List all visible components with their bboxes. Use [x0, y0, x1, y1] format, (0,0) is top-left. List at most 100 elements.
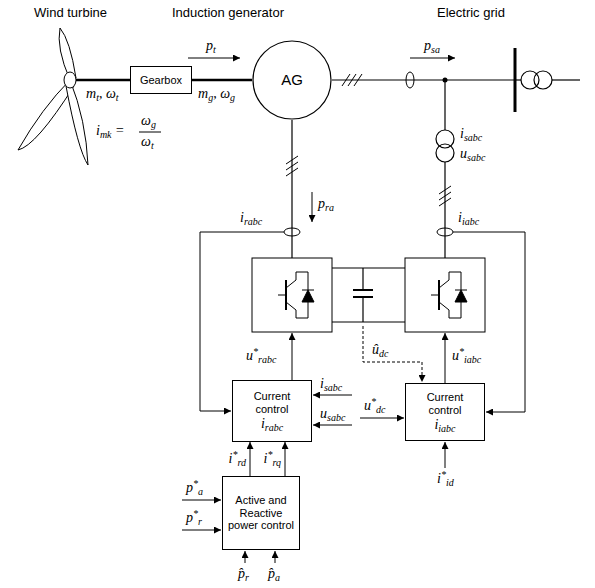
power-wiring [444, 80, 445, 130]
subscript: g [230, 92, 235, 103]
signal-label: p*a [186, 480, 203, 496]
turbine-blades [66, 80, 88, 165]
superscript: * [441, 469, 446, 480]
signal-label: i*id [437, 471, 454, 487]
signal-arrow [445, 333, 446, 383]
signal-label: usabc [460, 146, 485, 162]
gearbox-box: Gearbox [130, 66, 192, 94]
junction-dot [443, 78, 448, 83]
reference-arrow [285, 442, 286, 476]
signal-label: irabc [240, 210, 262, 226]
grid-bus [514, 48, 517, 112]
signal-label: u*dc [364, 398, 385, 414]
signal-label: iiabc [458, 210, 479, 226]
superscript: * [459, 346, 464, 357]
controller-box: Current controliiabc [405, 383, 485, 441]
node-text: Current control [236, 390, 308, 415]
current-sensor [284, 228, 300, 236]
signal-label: isabc [320, 376, 342, 392]
subscript: g [208, 92, 213, 103]
signal-label: u*iabc [452, 348, 481, 364]
igbt-converter [405, 258, 485, 332]
superscript: * [267, 449, 272, 460]
turbine-blades [18, 28, 88, 165]
signal-label: i*rq [263, 451, 282, 467]
subscript: ra [325, 202, 334, 213]
three-phase-marks [286, 168, 298, 176]
igbt-converter [278, 295, 286, 296]
subscript: mk [100, 129, 112, 140]
subscript: sabc [467, 152, 485, 163]
subscript: rabc [258, 354, 276, 365]
subscript: rabc [244, 216, 262, 227]
signal-label: iiabc [434, 417, 455, 433]
igbt-converter [439, 302, 461, 318]
subscript: t [151, 140, 154, 151]
dc-capacitor [353, 290, 373, 297]
power-wiring [362, 297, 363, 322]
turbine-shaft [76, 79, 130, 82]
controller-box: Active and Reactive power control [222, 476, 300, 550]
signal-arrow [313, 395, 352, 396]
node-text: AG [281, 71, 303, 88]
signal-label: isabc [460, 126, 482, 142]
grid-bus [514, 48, 517, 112]
signal-label: p*r [186, 510, 202, 526]
section-title: Induction generator [172, 6, 284, 21]
igbt-converter [455, 290, 467, 291]
igbt-converter [302, 290, 314, 291]
signal-arrow [292, 333, 293, 380]
igbt-converter [455, 290, 467, 302]
generator-outline [253, 41, 331, 119]
three-phase-marks [354, 74, 362, 86]
reference-arrow [250, 442, 251, 476]
subscript: a [275, 572, 280, 583]
power-flow-arrow [312, 192, 313, 222]
subscript: a [198, 486, 203, 497]
subscript: rabc [265, 422, 283, 433]
superscript: * [253, 346, 258, 357]
subscript: dc [376, 404, 385, 415]
fraction-bar [139, 132, 161, 133]
three-phase-marks [439, 198, 451, 206]
signal-arrow [182, 500, 221, 501]
fraction-bar [139, 132, 161, 133]
transformer-symbol [436, 130, 454, 148]
formula-part: ωt [141, 134, 154, 150]
signal-label: mg, ωg [198, 86, 235, 102]
signal-arrow [360, 418, 404, 419]
power-wiring [332, 321, 405, 322]
shaft-connector [192, 79, 252, 82]
signal-label: irabc [261, 416, 283, 432]
signal-arrow [275, 551, 276, 563]
signal-label: i*rd [228, 451, 247, 467]
igbt-converter [252, 258, 332, 332]
turbine-blades [64, 72, 76, 88]
power-wiring [552, 79, 580, 80]
transformer-symbol [534, 71, 552, 89]
subscript: sabc [327, 412, 345, 423]
subscript: t [213, 44, 216, 55]
signal-label: mt, ωt [86, 86, 119, 102]
dc-voltage-measurement [363, 326, 422, 382]
signal-label: ûdc [372, 342, 388, 358]
subscript: sabc [464, 132, 482, 143]
power-wiring [332, 79, 515, 80]
igbt-converter [439, 272, 461, 290]
power-wiring [291, 120, 292, 258]
signal-arrow [182, 530, 221, 531]
signal-label: psa [424, 38, 440, 54]
subscript: r [245, 572, 249, 583]
node-text: Gearbox [140, 74, 182, 87]
superscript: * [371, 396, 376, 407]
signal-arrow [182, 232, 525, 563]
formula-part: ωg [141, 113, 156, 129]
igbt-converter [286, 302, 308, 318]
signal-arrow [313, 425, 352, 426]
current-sensor [406, 72, 414, 88]
subscript: dc [379, 348, 388, 359]
dc-capacitor [353, 289, 373, 291]
subscript: id [446, 477, 454, 488]
dc-voltage-measurement [363, 326, 422, 382]
